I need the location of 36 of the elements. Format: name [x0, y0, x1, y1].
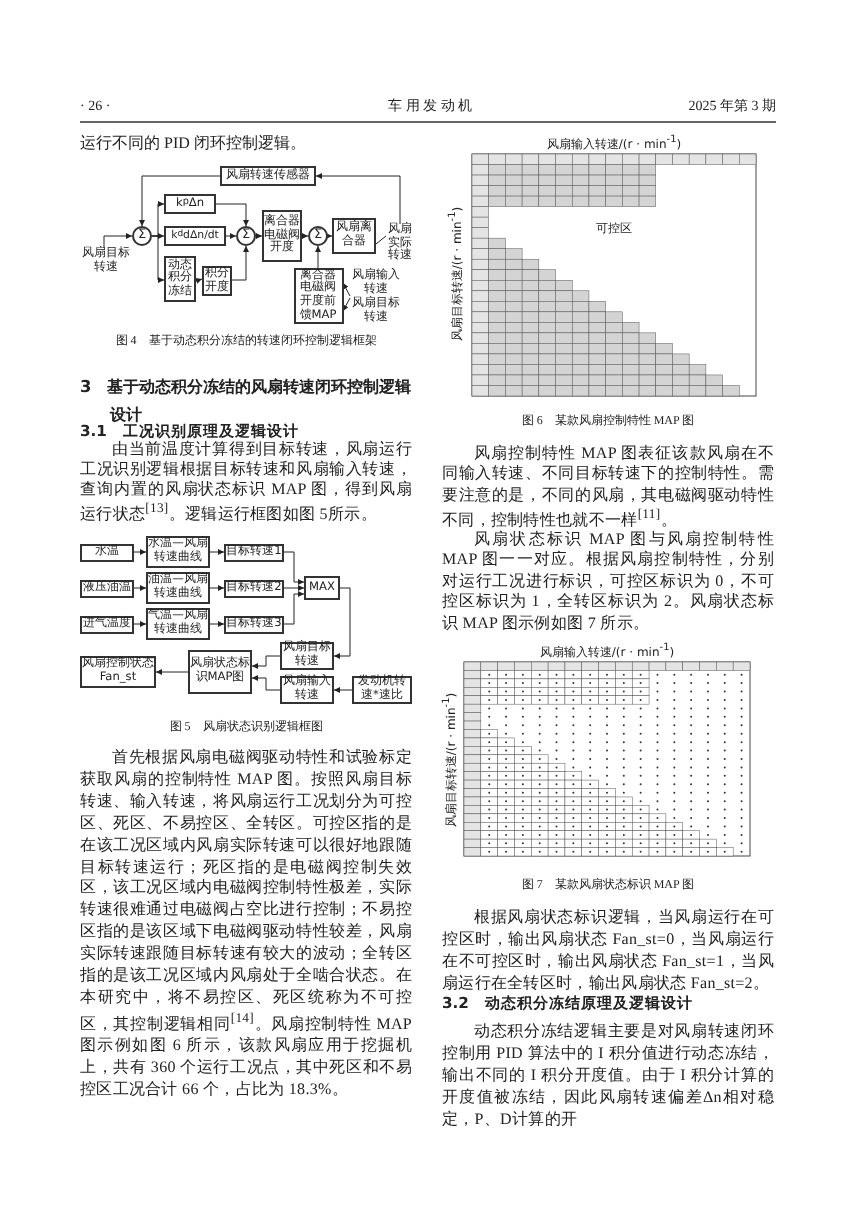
arrow: [315, 245, 321, 269]
arrow: [151, 235, 165, 283]
arrow: [251, 655, 281, 669]
section-heading: 3 基于动态积分冻结的风扇转速闭环控制逻辑设计: [80, 374, 412, 424]
arrow: [103, 233, 133, 249]
body-paragraph: 动态积分冻结逻辑主要是对风扇转速闭环控制用 PID 算法中的 I 积分值进行动态冻结，输出不同的 I 积分开度值。由于 I 积分计算的开度值被冻结，因此风扇转速偏差Δn相对稳定，P、D计算的开: [442, 1020, 774, 1130]
arrow: [209, 621, 225, 627]
body-text: 运行不同的 PID 闭环控制逻辑。: [80, 134, 308, 154]
body-paragraph: 风扇状态标识 MAP 图与风扇控制特性 MAP 图一一对应。根据风扇控制特性，分别对运行工况进行标识，可控区标识为 0，不可控区标识为 1，全转区标识为 2。风扇状态标识 MAP 图示例如图 7 所示。: [442, 530, 774, 635]
connector-line: [375, 235, 387, 245]
arrow: [251, 675, 281, 691]
arrow: [139, 175, 221, 227]
body-paragraph: 首先根据风扇电磁阀驱动特性和试验标定获取风扇的控制特性 MAP 图。按照风扇目标转速、输入转速，将风扇运行工况划分为可控区、死区、不易控区、全转区。可控区指的是在该工况区域内风扇实际转速可以很好地跟随目标转速运行；死区指的是电磁阀控制失效区，该工况区域内电磁阀控制特性极差，实际转速很难通过电磁阀占空比进行控制；不易控区指的是该区域下电磁阀驱动特性较差，风扇实际转速跟随目标转速有较大的波动；全转区指的是该工况区域内风扇处于全啮合状态。在本研究中，将不易控区、死区统称为不可控区，其控制逻辑相同$^{[14]}$。风扇控制特性 MAP 图示例如图 6 所示，该款风扇应用于挖掘机上，共有 360 个运行工况点，其中死区和不易控区工况合计 66 个，占比为 18.3%。: [80, 748, 412, 1103]
arrow: [315, 173, 401, 225]
arrow: [283, 551, 305, 585]
body-paragraph: 根据风扇状态标识逻辑，当风扇运行在可控区时，输出风扇状态 Fan_st=0，当风扇运行在不可控区时，输出风扇状态 Fan_st=1，当风扇运行在全转区时，输出风扇状态 Fan_st=2。: [442, 906, 774, 994]
arrow: [283, 591, 305, 625]
arrow: [209, 585, 225, 591]
arrow: [333, 687, 353, 693]
arrow: [342, 282, 351, 297]
arrow: [209, 549, 225, 555]
arrow: [231, 245, 249, 281]
arrow: [283, 585, 305, 591]
arrow: [133, 621, 147, 627]
arrow: [155, 669, 189, 675]
arrow: [225, 233, 237, 239]
arrow: [133, 585, 147, 591]
body-paragraph: 风扇控制特性 MAP 图表征该款风扇在不同输入转速、不同目标转速下的控制特性。需要注意的是，不同的风扇，其电磁阀驱动特性不同，控制特性也就不一样$^{[11]}$。: [442, 444, 774, 530]
arrow: [255, 233, 263, 239]
arrow: [133, 549, 147, 555]
arrow: [195, 278, 203, 284]
arrow: [301, 233, 309, 239]
arrow: [342, 297, 351, 312]
body-paragraph: 由当前温度计算得到目标转速，风扇运行工况识别逻辑根据目标转速和风扇输入转速，查询内置的风扇状态标识 MAP 图，得到风扇运行状态$^{[13]}$。逻辑运行框图如图 5所示。: [80, 440, 412, 526]
arrow: [333, 587, 351, 659]
arrow: [215, 203, 249, 227]
